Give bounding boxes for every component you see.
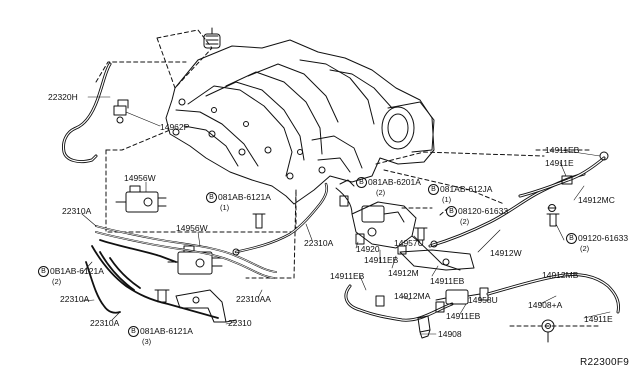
bolt-symbol-icon: B [566, 233, 577, 245]
clip-14908 [417, 315, 431, 339]
bolt-code: 081AB-6121A [218, 192, 271, 202]
label-22310aa: 22310AA [236, 294, 271, 304]
label-14908: 14908 [438, 329, 462, 339]
label-14912m: 14912M [388, 268, 419, 278]
label-22310a-a: 22310A [62, 206, 92, 216]
bolt-code: 08120-61633 [458, 206, 509, 216]
intake-manifold-drawing [165, 39, 435, 205]
bolt-qty: (1) [442, 195, 452, 205]
hose-end-clamp [232, 248, 240, 256]
bolt-b7-drawing [546, 213, 560, 227]
purge-valve-assembly [335, 179, 461, 271]
solenoid-valve-14956w-a [115, 185, 167, 213]
bolt-symbol-icon: B [446, 206, 457, 218]
label-14908a: 14908+A [528, 300, 563, 310]
clip-14962p [113, 99, 129, 124]
bolt-code: 081AB-612JA [440, 184, 493, 194]
bolt-code: 09120-61633 [578, 233, 629, 243]
bolt-qty: (2) [460, 217, 470, 227]
bolt-symbol-icon: B [206, 192, 217, 204]
clip-14908a [541, 319, 555, 343]
hose-22320h [62, 62, 112, 164]
diagram-code: R22300F9 [580, 357, 630, 368]
bolt-qty: (2) [376, 188, 386, 198]
label-22310a-d: 22310A [90, 318, 120, 328]
label-14962p: 14962P [160, 122, 190, 132]
hose-clamps-lower [375, 240, 445, 313]
solenoid-valve-14956w-b [167, 245, 223, 275]
label-22310: 22310 [228, 318, 252, 328]
bolt-code: 081AB-6201A [368, 177, 421, 187]
bolt-qty: (1) [220, 203, 230, 213]
label-14956w-a: 14956W [124, 173, 156, 183]
label-14911eb-c: 14911EB [330, 271, 365, 281]
bolt-symbol-icon: B [128, 326, 139, 338]
label-22310a-b: 22310A [304, 238, 334, 248]
bolt-qty: (3) [142, 337, 152, 347]
label-14911eb-a: 14911EB [364, 255, 399, 265]
label-14912mc: 14912MC [578, 195, 615, 205]
bolt-symbol-icon: B [38, 266, 49, 278]
sensor-cap-drawing [203, 27, 221, 49]
label-14911eb-e: 14911EB [545, 145, 580, 155]
label-14911e-b: 14911E [584, 314, 613, 324]
bolt-code: 081AB-6121A [140, 326, 193, 336]
bolt-b3-drawing [154, 289, 170, 303]
check-valve-14958u [435, 287, 489, 305]
bolt-code: 0B1AB-6121A [50, 266, 104, 276]
label-14912w: 14912W [490, 248, 522, 258]
bolt-b6-drawing [414, 227, 428, 241]
label-14911eb-d: 14911EB [446, 311, 481, 321]
dashed-reference-lines [95, 29, 601, 327]
label-14920: 14920 [356, 244, 380, 254]
bolt-b4-drawing [339, 195, 349, 207]
label-14958u: 14958U [468, 295, 498, 305]
label-14957u: 14957U [394, 238, 424, 248]
label-14911eb-b: 14911EB [430, 276, 465, 286]
bracket-14957u [399, 249, 475, 271]
label-14956w-b: 14956W [176, 223, 208, 233]
label-14912ma: 14912MA [394, 291, 431, 301]
bolt-symbol-icon: B [428, 184, 439, 196]
bolt-symbol-icon: B [356, 177, 367, 189]
vacuum-tube-bundle-22310a [85, 225, 277, 319]
bolt-qty: (2) [580, 244, 590, 254]
bolt-b1-drawing [252, 213, 266, 229]
label-22320h: 22320H [48, 92, 78, 102]
label-14912mb: 14912MB [542, 270, 579, 280]
bolt-qty: (2) [52, 277, 62, 287]
label-14911e-a: 14911E [545, 158, 574, 168]
label-22310a-c: 22310A [60, 294, 90, 304]
bracket-22310 [175, 289, 237, 323]
leader-lines [81, 96, 611, 335]
